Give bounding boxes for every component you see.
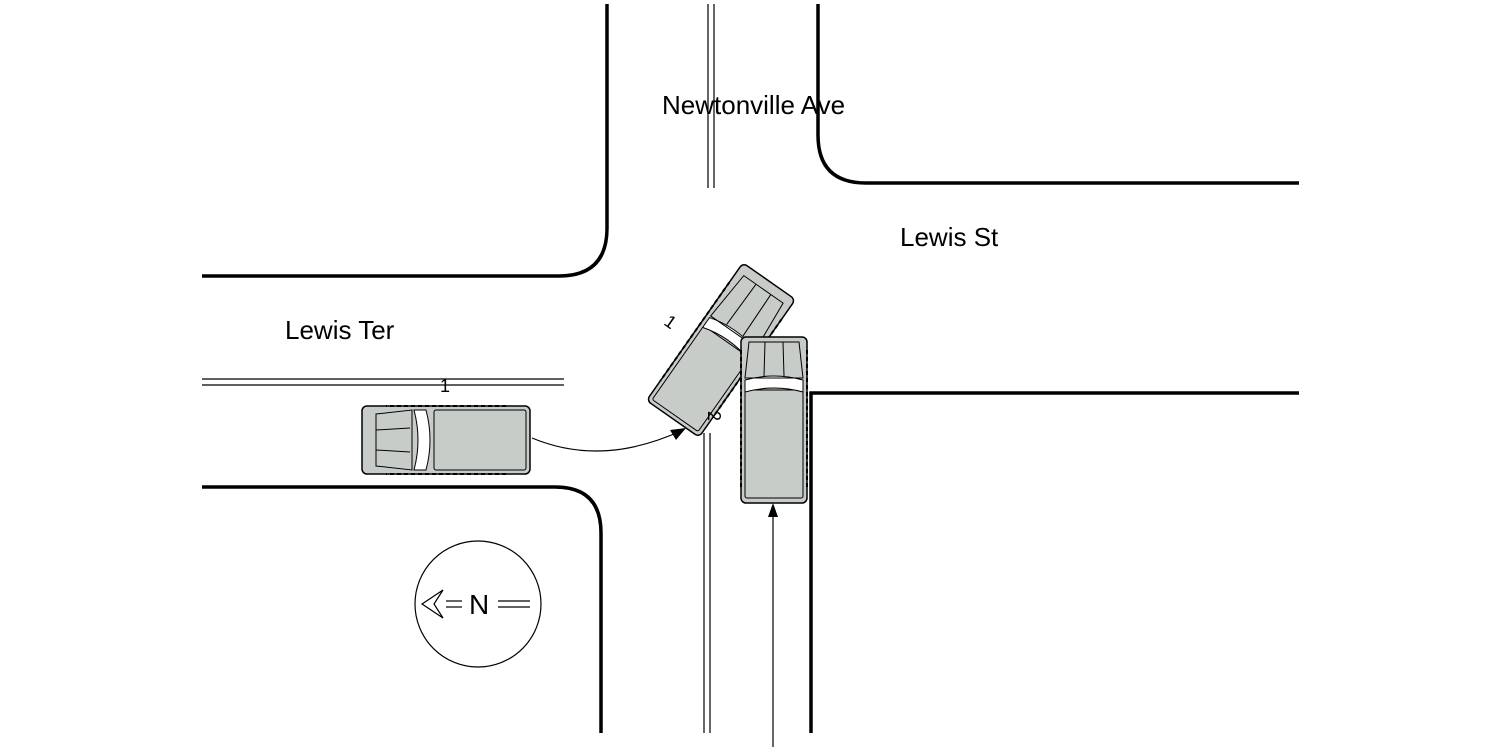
- vehicle-paths: [531, 428, 778, 747]
- north-arrow-circle: [414, 540, 542, 668]
- north-arrow-letter: N: [469, 589, 489, 620]
- north-arrow: N: [414, 540, 542, 668]
- vehicle-1-path-arrowhead: [670, 428, 686, 440]
- road-curbs: [202, 4, 1299, 733]
- curb-northeast: [816, 4, 1299, 185]
- vehicle-1-start: [361, 405, 531, 475]
- vehicle-2-impact: [740, 336, 808, 504]
- vehicle-1-impact-number: 1: [661, 311, 681, 333]
- street-label-lewis-ter: Lewis Ter: [285, 315, 395, 345]
- curb-southwest: [202, 485, 603, 733]
- street-label-lewis-st: Lewis St: [900, 222, 999, 252]
- curb-northwest: [202, 4, 609, 278]
- vehicle-2-impact-number: 2: [704, 411, 724, 421]
- vehicle-1-start-number: 1: [440, 376, 450, 396]
- curb-southeast: [809, 391, 1299, 733]
- vehicle-1-path: [531, 429, 684, 452]
- north-arrow-pointer-icon: [420, 589, 444, 619]
- street-label-newtonville-ave: Newtonville Ave: [662, 90, 845, 120]
- center-lines: [202, 4, 715, 733]
- vehicle-2-path-arrowhead: [768, 503, 778, 517]
